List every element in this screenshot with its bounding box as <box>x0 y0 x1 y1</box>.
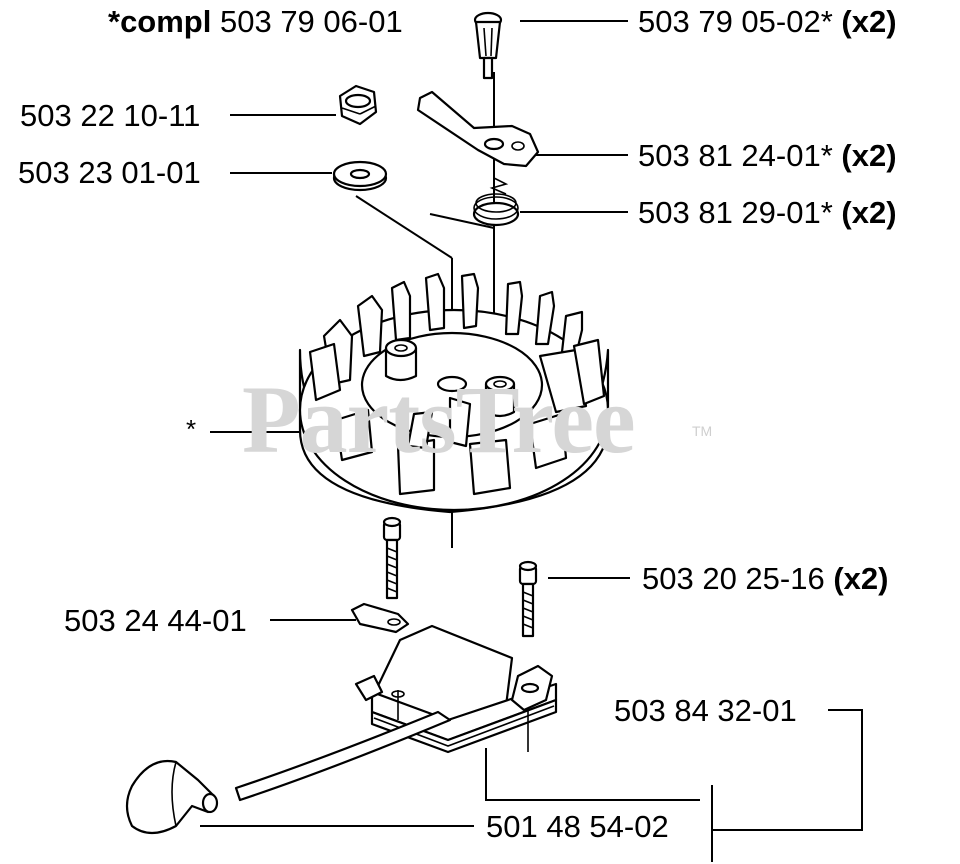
left-coil-screw-part <box>382 516 402 600</box>
label-pawl-number: 503 81 24-01* <box>638 138 833 173</box>
label-pawl-screw-qty: (x2) <box>841 4 897 39</box>
label-ignition-module: 503 84 32-01 <box>614 695 797 726</box>
label-compl-prefix: *compl <box>108 4 212 39</box>
label-spring-number: 503 81 29-01* <box>638 195 833 230</box>
label-washer: 503 23 01-01 <box>18 157 201 188</box>
flywheel-part <box>298 272 610 514</box>
label-nut: 503 22 10-11 <box>20 100 200 131</box>
label-pawl-qty: (x2) <box>841 138 897 173</box>
label-coil-screw-qty: (x2) <box>833 561 889 596</box>
label-flywheel-marker: * <box>186 414 197 444</box>
label-spark-plug-cap: 501 48 54-02 <box>486 811 669 842</box>
label-ignition-module-number: 503 84 32-01 <box>614 693 797 728</box>
label-compl-number: 503 79 06-01 <box>219 4 403 39</box>
label-coil-screw-number: 503 20 25-16 <box>642 561 825 596</box>
spark-plug-cap-part <box>125 759 219 835</box>
label-pawl: 503 81 24-01* (x2) <box>638 140 897 171</box>
label-spring: 503 81 29-01* (x2) <box>638 197 897 228</box>
pawl-screw-part <box>473 11 503 80</box>
nut-part <box>338 84 378 126</box>
washer-part <box>332 160 388 192</box>
label-flywheel: * <box>186 416 196 442</box>
label-spark-plug-cap-number: 501 48 54-02 <box>486 809 669 844</box>
terminal-part <box>350 602 410 634</box>
label-washer-number: 503 23 01-01 <box>18 155 201 190</box>
spring-part <box>472 177 520 227</box>
right-coil-screw-part <box>518 560 538 638</box>
leader-lines <box>200 20 863 862</box>
watermark-trademark: TM <box>692 423 713 439</box>
label-pawl-screw: 503 79 05-02* (x2) <box>638 6 897 37</box>
label-complete-flywheel: *compl 503 79 06-01 <box>108 6 403 37</box>
label-pawl-screw-number: 503 79 05-02* <box>638 4 833 39</box>
pawl-part <box>416 90 540 168</box>
label-spring-qty: (x2) <box>841 195 897 230</box>
label-terminal: 503 24 44-01 <box>64 605 247 636</box>
watermark-logo: PartsTree <box>242 366 636 473</box>
ignition-module-part <box>234 624 558 802</box>
label-coil-screw: 503 20 25-16 (x2) <box>642 563 888 594</box>
label-terminal-number: 503 24 44-01 <box>64 603 247 638</box>
label-nut-number: 503 22 10-11 <box>20 98 201 133</box>
